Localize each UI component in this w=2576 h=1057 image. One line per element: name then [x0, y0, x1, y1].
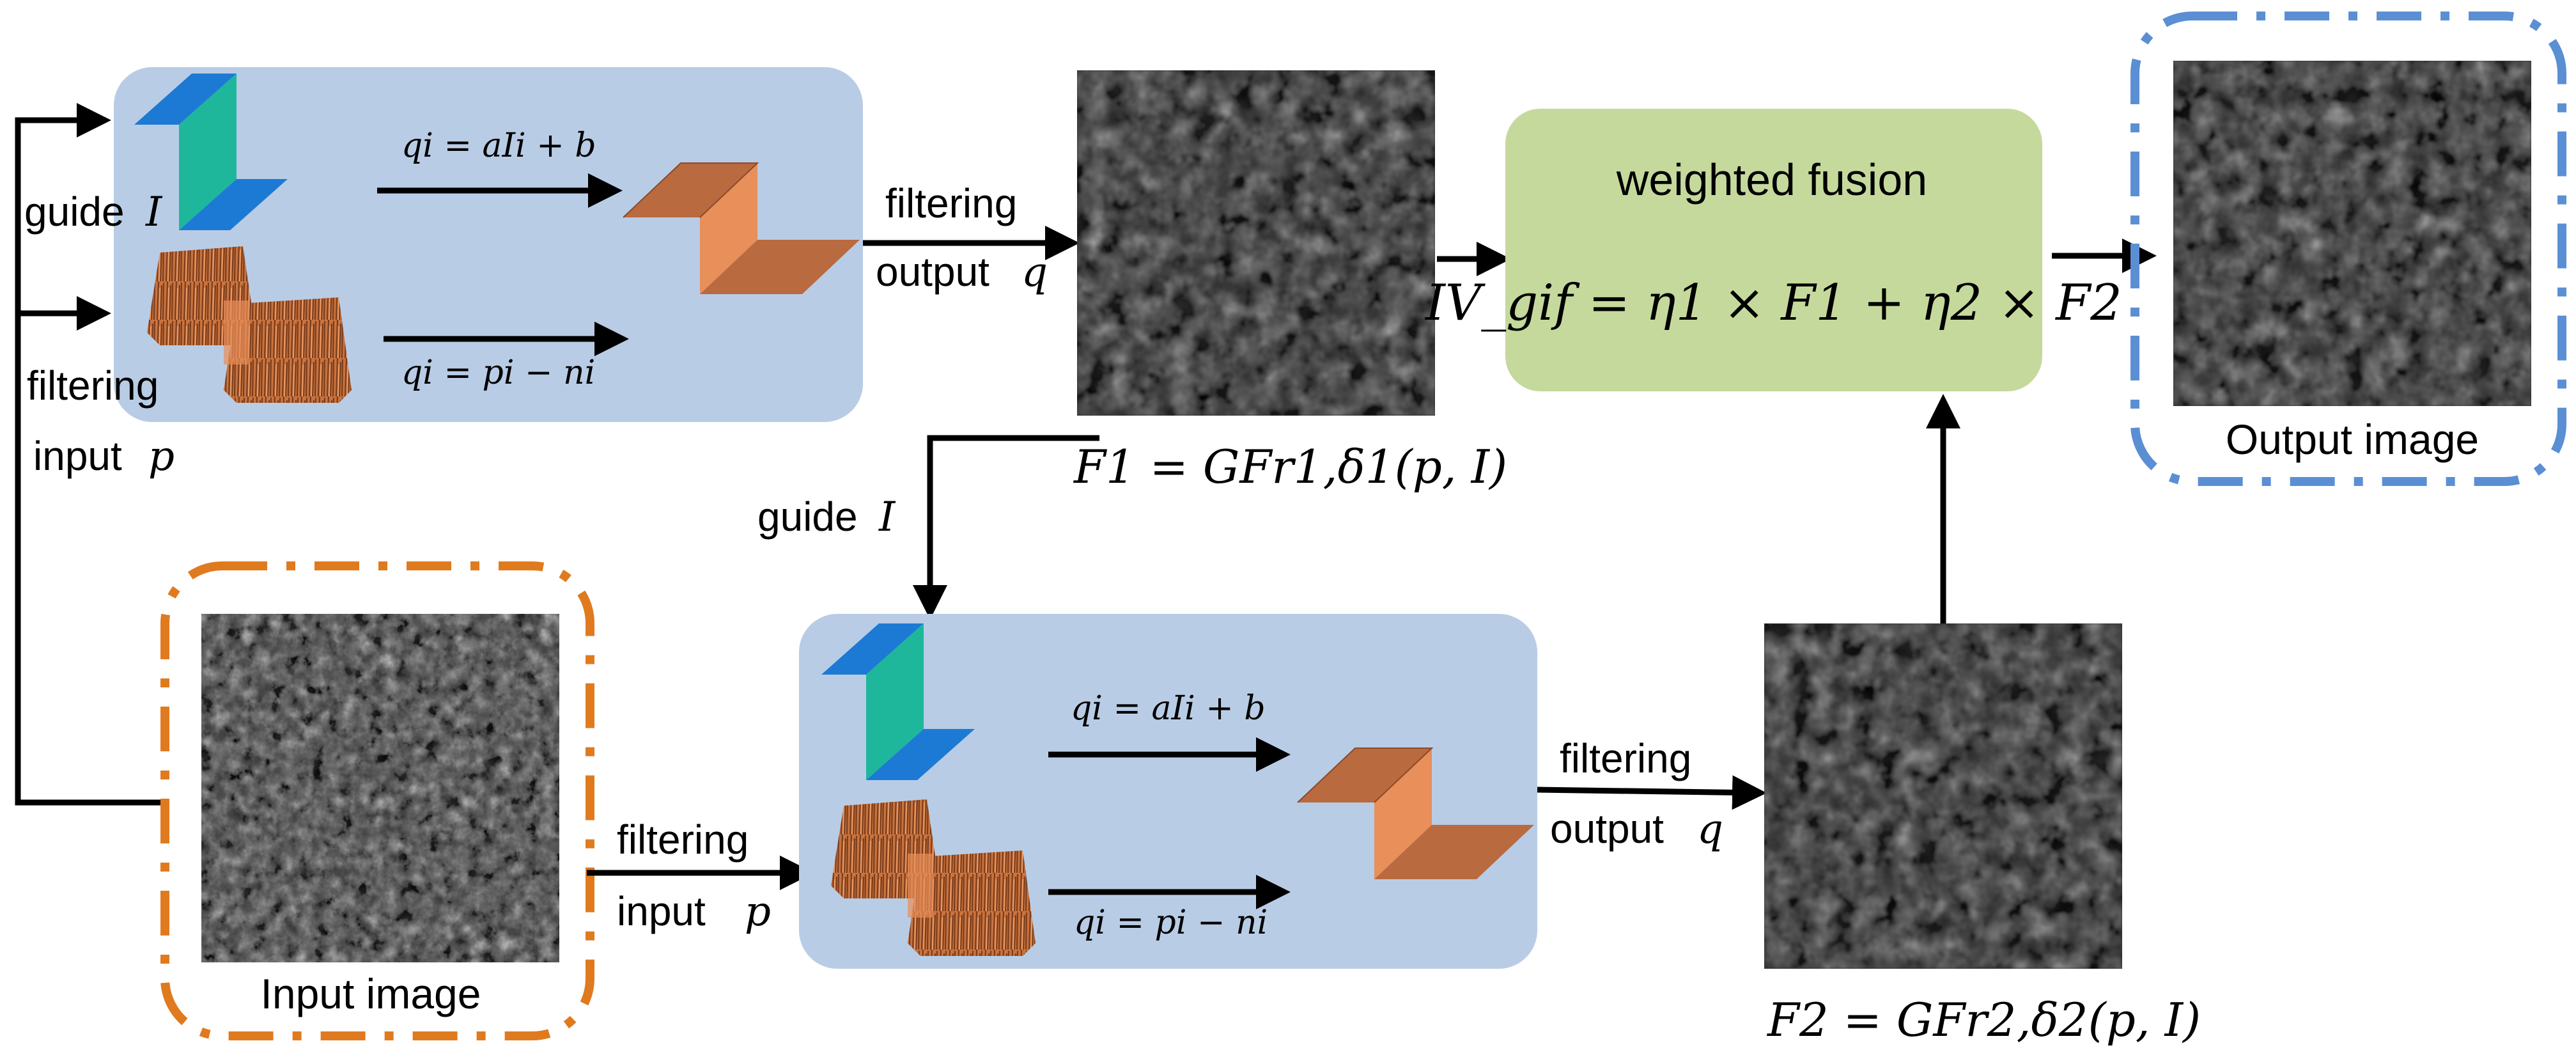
f2-image: [1764, 623, 2122, 969]
output-image-frame: [2130, 12, 2566, 486]
input-var-bottom: p: [745, 888, 771, 936]
noise-model-eq-bottom: qi = pi − ni: [1074, 904, 1268, 942]
left-trunk-line: [15, 103, 163, 806]
linear-model-eq-top: qi = aIi + b: [401, 127, 596, 165]
output-var-bottom: q: [1697, 806, 1723, 853]
arrow-to-f2: [1537, 775, 1767, 810]
guide-label-mid: guide: [757, 494, 858, 540]
output-var-top: q: [1021, 249, 1048, 296]
weighted-fusion-box: [1505, 109, 2042, 391]
filtering-label-bottom: filtering: [617, 817, 749, 863]
f1-image: [1077, 70, 1435, 416]
guide-connector-mid: [913, 435, 1099, 620]
input-var-top: p: [148, 433, 175, 480]
filtering-label-output-top: filtering: [885, 180, 1017, 226]
output-label-bottom: output: [1550, 806, 1664, 852]
input-image: [201, 614, 559, 962]
f2-equation: F2 = GFr2,δ2(p, I): [1766, 993, 2201, 1047]
guide-var-top: I: [145, 189, 163, 236]
input-image-label: Input image: [261, 970, 481, 1017]
output-label-top: output: [876, 249, 989, 295]
output-image-label: Output image: [2226, 416, 2479, 463]
input-label-top: input: [33, 433, 122, 479]
guide-var-mid: I: [878, 494, 896, 541]
fusion-equation: IV_gif = η1 × F1 + η2 × F2: [1424, 274, 2122, 332]
weighted-fusion-label: weighted fusion: [1616, 155, 1927, 205]
input-image-frame: [160, 561, 594, 1040]
output-image: [2173, 61, 2531, 406]
f1-equation: F1 = GFr1,δ1(p, I): [1073, 440, 1507, 494]
filtering-label-output-bottom: filtering: [1560, 735, 1691, 781]
guide-label-top: guide: [24, 189, 125, 235]
linear-model-eq-bottom: qi = aIi + b: [1071, 689, 1266, 728]
filtering-label-top: filtering: [27, 363, 159, 409]
input-label-bottom: input: [617, 888, 706, 934]
noise-model-eq-top: qi = pi − ni: [401, 354, 595, 392]
